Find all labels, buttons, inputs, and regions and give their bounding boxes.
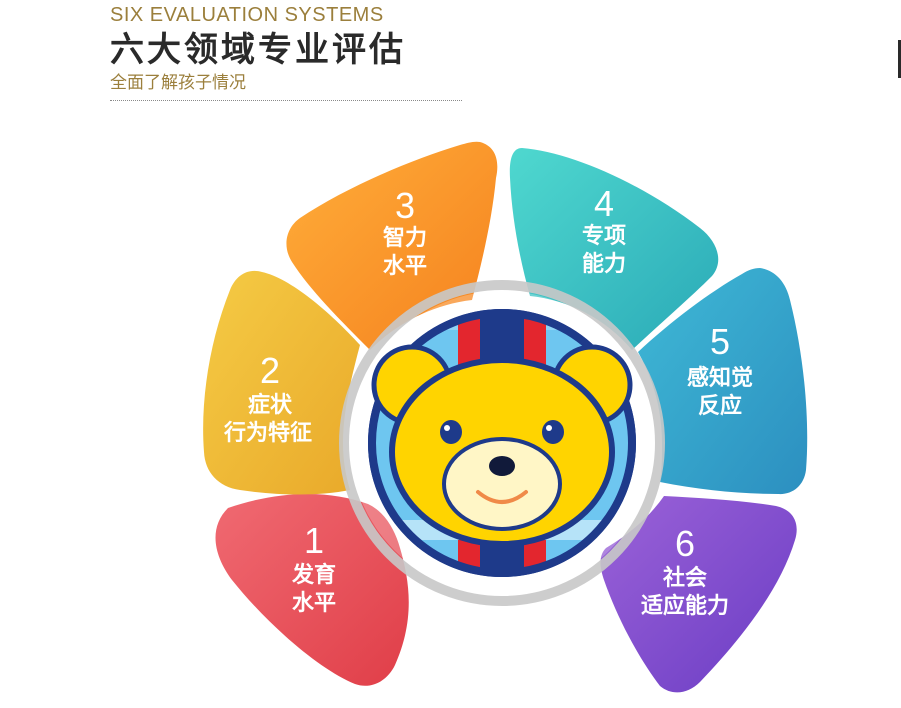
petal-1-line1: 发育	[291, 562, 336, 588]
bear-mascot-icon	[368, 309, 636, 577]
petal-4-number: 4	[594, 183, 614, 224]
petal-1: 1 发育 水平	[215, 493, 409, 686]
petal-3-line1: 智力	[383, 225, 427, 251]
chinese-subtitle: 全面了解孩子情况	[110, 73, 246, 93]
petal-3-number: 3	[395, 185, 415, 226]
edge-bar	[898, 40, 901, 78]
petal-5-line1: 感知觉	[687, 365, 753, 391]
petal-4-line1: 专项	[582, 223, 626, 249]
petal-1-line2: 水平	[292, 591, 336, 616]
petal-5-number: 5	[710, 321, 730, 362]
outer-ring	[339, 280, 665, 606]
petal-6: 6 社会 适应能力	[600, 496, 797, 693]
petal-5-line2: 反应	[698, 393, 742, 419]
petal-5: 5 感知觉 反应	[638, 268, 808, 495]
petal-6-number: 6	[675, 523, 695, 564]
petal-2-number: 2	[260, 350, 280, 391]
petal-6-line2: 适应能力	[641, 593, 729, 619]
petal-2-line2: 行为特征	[223, 420, 312, 446]
petal-2: 2 症状 行为特征	[203, 270, 360, 495]
header: SIX EVALUATION SYSTEMS 六大领域专业评估 全面了解孩子情况	[110, 4, 462, 101]
english-title: SIX EVALUATION SYSTEMS	[110, 4, 384, 26]
dotted-divider	[110, 100, 462, 101]
chinese-title: 六大领域专业评估	[110, 30, 406, 70]
petal-1-number: 1	[304, 520, 324, 561]
petal-4-line2: 能力	[582, 251, 626, 277]
petal-3-line2: 水平	[383, 254, 427, 279]
petal-2-line1: 症状	[248, 392, 293, 418]
petal-6-line1: 社会	[663, 565, 707, 591]
